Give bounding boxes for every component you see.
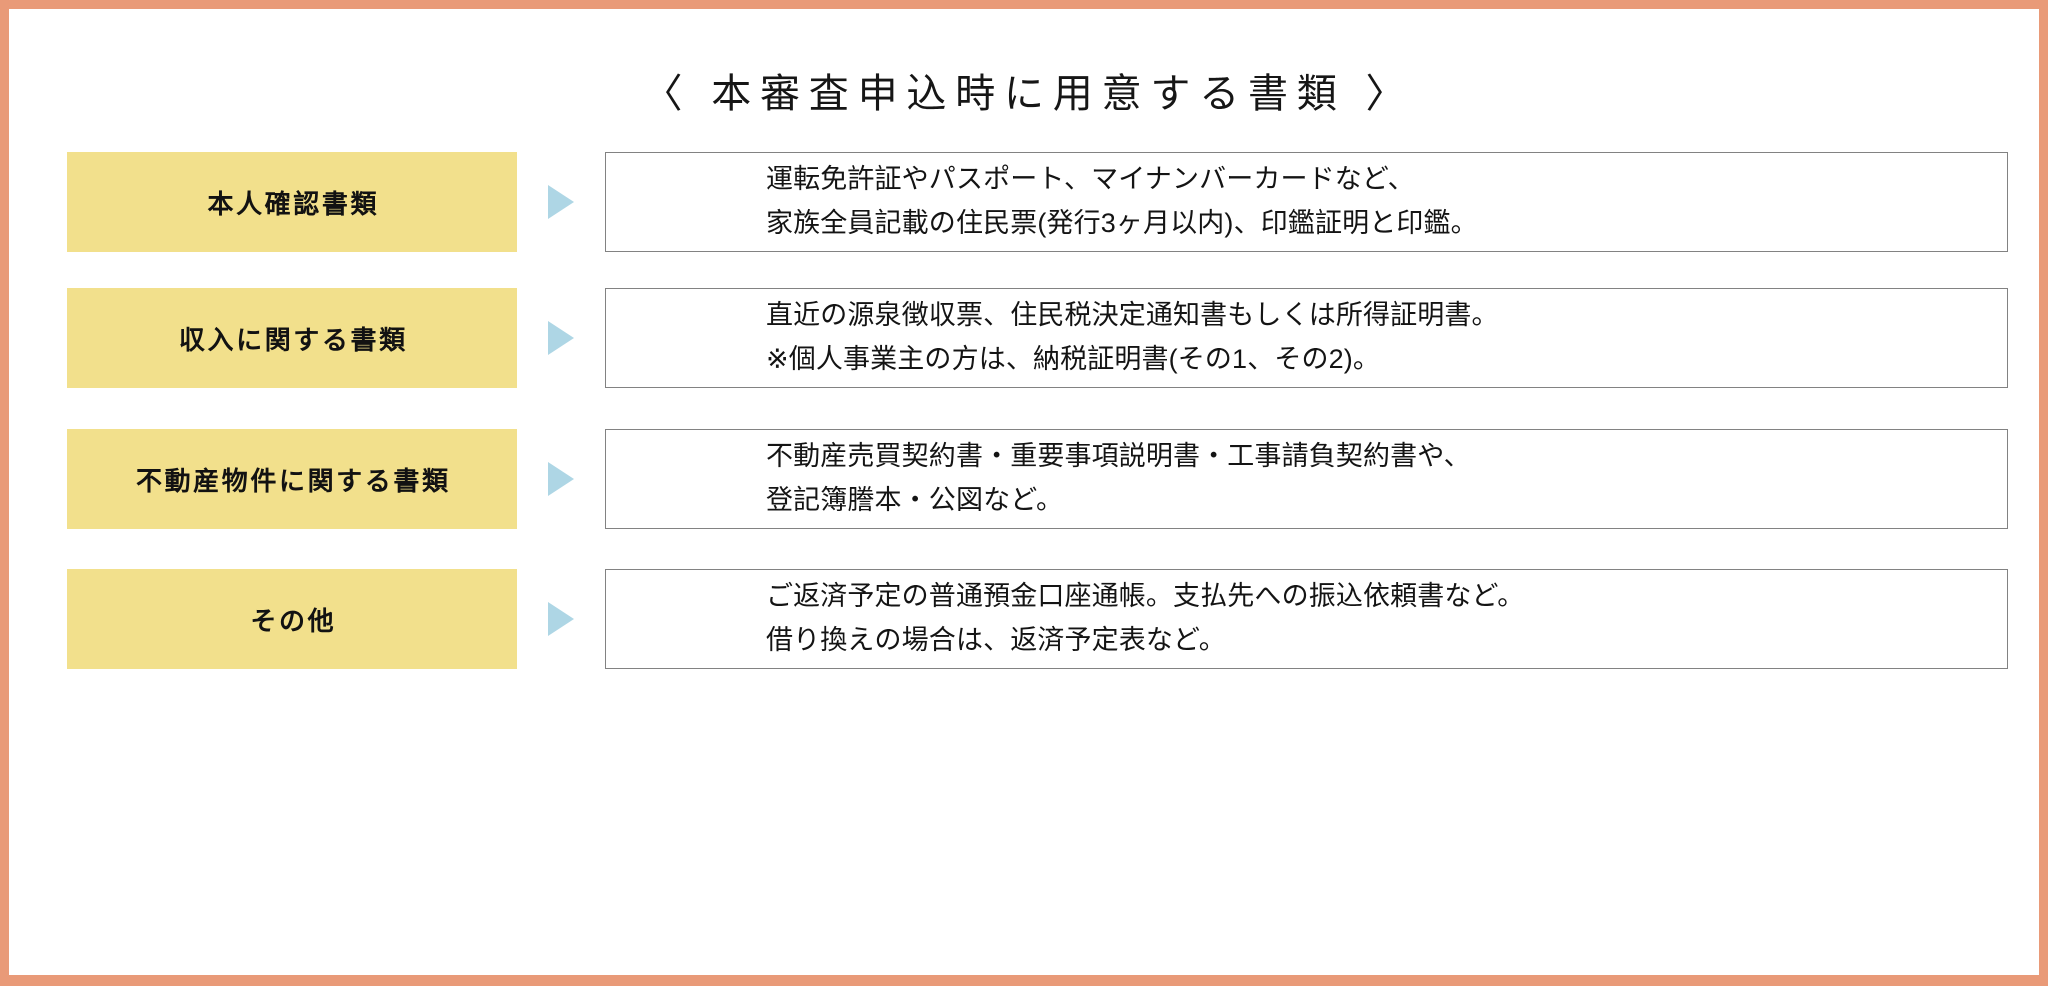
- arrow-cell: [517, 288, 605, 388]
- category-label-identity: 本人確認書類: [67, 152, 517, 252]
- description-line: ご返済予定の普通預金口座通帳。支払先への振込依頼書など。: [766, 581, 1525, 612]
- description-line: 運転免許証やパスポート、マイナンバーカードなど、: [766, 164, 1415, 195]
- category-label-income: 収入に関する書類: [67, 288, 517, 388]
- category-label-text: その他: [250, 605, 337, 636]
- category-label-text: 不動産物件に関する書類: [135, 465, 451, 496]
- page-title: 〈 本審査申込時に用意する書類 〉: [642, 72, 1415, 116]
- category-label-property: 不動産物件に関する書類: [67, 429, 517, 529]
- description-line: 不動産売買契約書・重要事項説明書・工事請負契約書や、: [766, 441, 1471, 472]
- document-row: 不動産物件に関する書類 不動産売買契約書・重要事項説明書・工事請負契約書や、 登…: [67, 429, 2008, 529]
- arrow-cell: [517, 569, 605, 669]
- document-row: 収入に関する書類 直近の源泉徴収票、住民税決定通知書もしくは所得証明書。 ※個人…: [67, 288, 2008, 388]
- description-line: 登記簿謄本・公図など。: [766, 485, 1064, 515]
- play-triangle-icon: [548, 185, 574, 219]
- category-label-text: 本人確認書類: [207, 188, 380, 219]
- arrow-cell: [517, 429, 605, 529]
- play-triangle-icon: [548, 602, 574, 636]
- content-sheet: 〈 本審査申込時に用意する書類 〉 本人確認書類 運転免許証やパスポート、マイナ…: [9, 9, 2039, 975]
- description-line: 家族全員記載の住民票(発行3ヶ月以内)、印鑑証明と印鑑。: [766, 208, 1478, 238]
- description-line: 直近の源泉徴収票、住民税決定通知書もしくは所得証明書。: [766, 300, 1499, 331]
- arrow-cell: [517, 152, 605, 252]
- play-triangle-icon: [548, 321, 574, 355]
- document-row: その他 ご返済予定の普通預金口座通帳。支払先への振込依頼書など。 借り換えの場合…: [67, 569, 2008, 669]
- description-box-property: 不動産売買契約書・重要事項説明書・工事請負契約書や、 登記簿謄本・公図など。: [605, 429, 2008, 529]
- description-line: 借り換えの場合は、返済予定表など。: [766, 625, 1226, 655]
- description-line: ※個人事業主の方は、納税証明書(その1、その2)。: [766, 344, 1381, 374]
- play-triangle-icon: [548, 462, 574, 496]
- description-box-income: 直近の源泉徴収票、住民税決定通知書もしくは所得証明書。 ※個人事業主の方は、納税…: [605, 288, 2008, 388]
- category-label-other: その他: [67, 569, 517, 669]
- description-box-identity: 運転免許証やパスポート、マイナンバーカードなど、 家族全員記載の住民票(発行3ヶ…: [605, 152, 2008, 252]
- category-label-text: 収入に関する書類: [178, 324, 408, 355]
- description-box-other: ご返済予定の普通預金口座通帳。支払先への振込依頼書など。 借り換えの場合は、返済…: [605, 569, 2008, 669]
- document-row: 本人確認書類 運転免許証やパスポート、マイナンバーカードなど、 家族全員記載の住…: [67, 152, 2008, 252]
